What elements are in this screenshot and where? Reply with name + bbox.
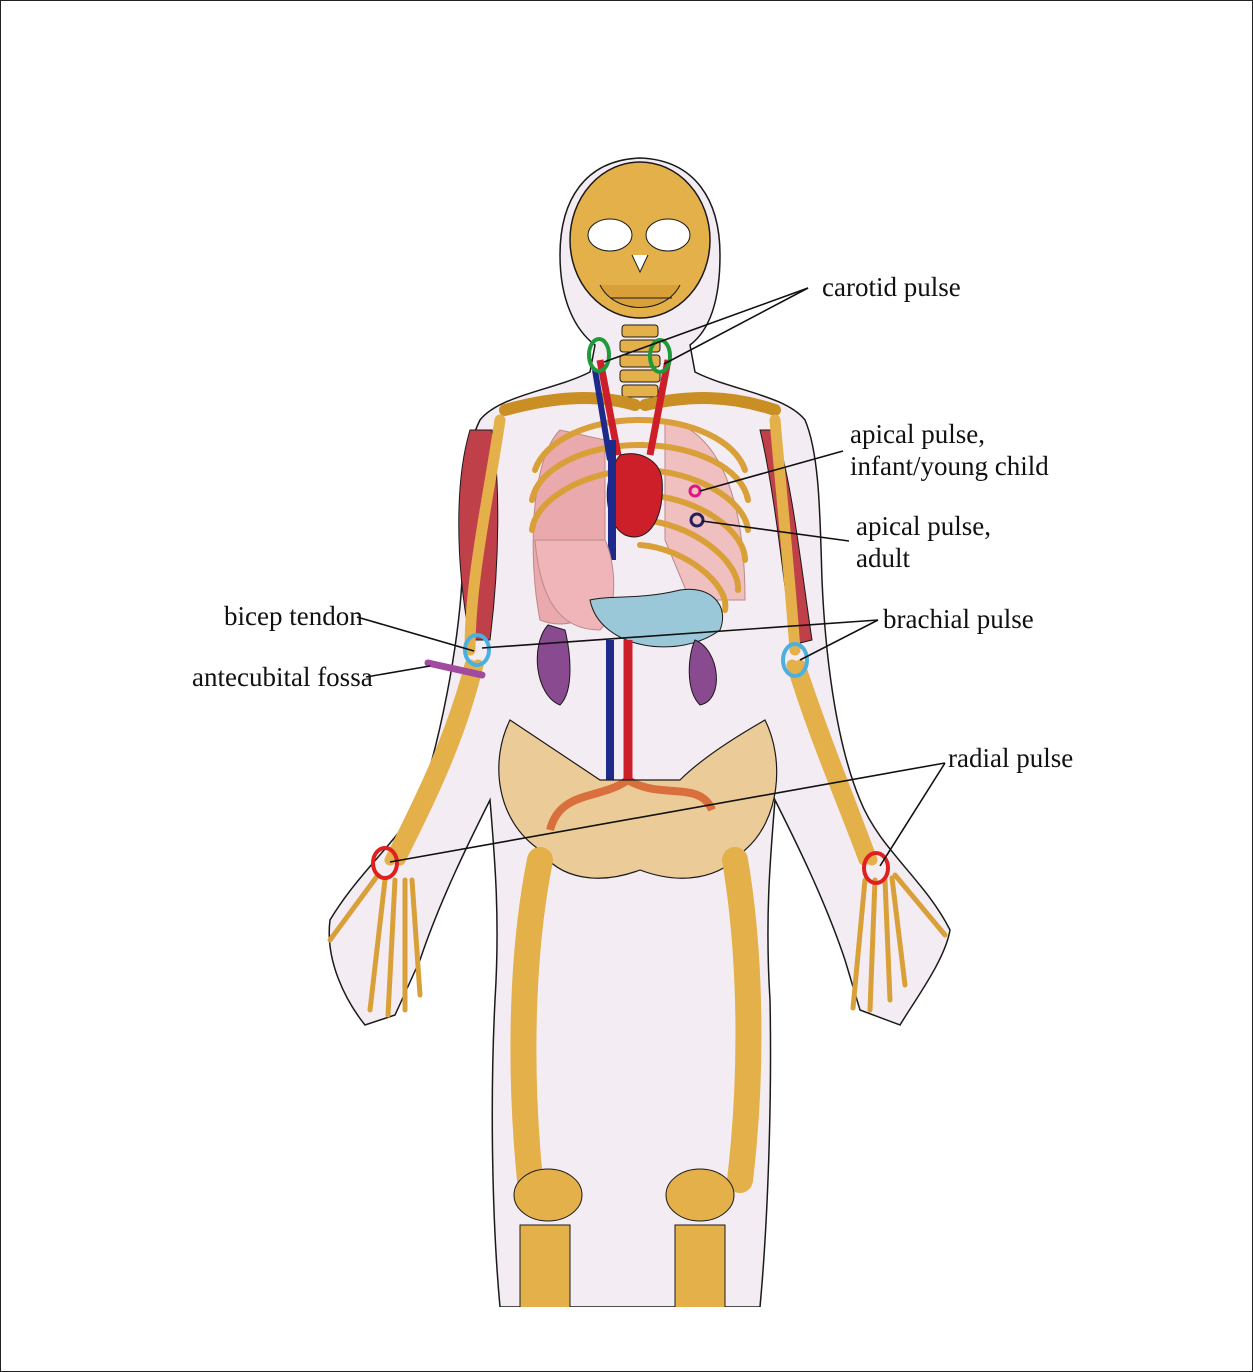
label-bicep-tendon: bicep tendon bbox=[224, 601, 363, 631]
label-radial-pulse: radial pulse bbox=[948, 743, 1073, 773]
label-carotid-pulse: carotid pulse bbox=[822, 272, 961, 302]
cervical-spine bbox=[620, 325, 660, 397]
label-brachial-pulse: brachial pulse bbox=[883, 604, 1034, 634]
label-antecubital-fossa: antecubital fossa bbox=[192, 662, 373, 692]
label-apical-pulse-child-line1: apical pulse, bbox=[850, 419, 985, 449]
label-apical-pulse-child-line2: infant/young child bbox=[850, 451, 1049, 481]
human-body-illustration bbox=[329, 158, 950, 1315]
skull bbox=[570, 162, 710, 318]
label-apical-pulse-adult-line1: apical pulse, bbox=[856, 511, 991, 541]
label-apical-pulse-adult-line2: adult bbox=[856, 543, 910, 573]
